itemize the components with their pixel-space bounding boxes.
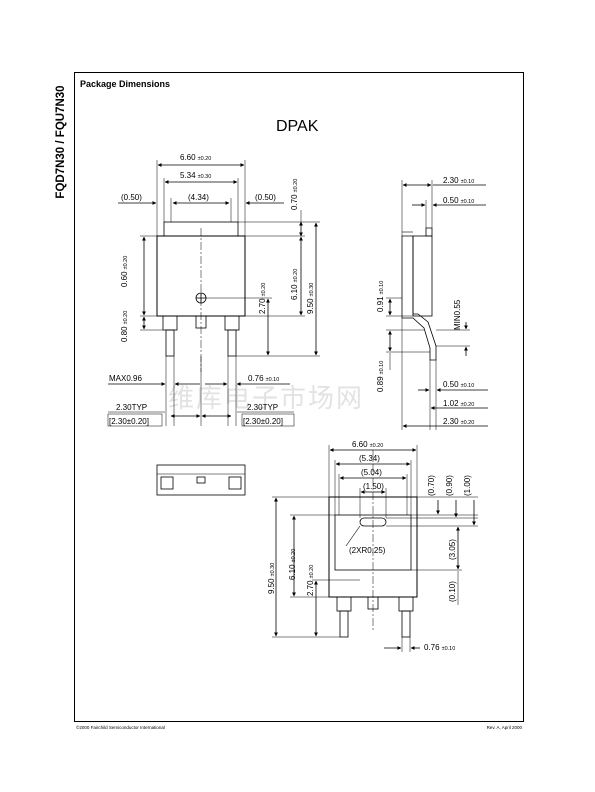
box-left <box>107 413 163 427</box>
dim-b-070: (0.70) <box>427 475 436 496</box>
dim-076: 0.76±0.10 <box>248 374 279 383</box>
dim-side-102: 1.02±0.20 <box>443 399 474 408</box>
watermark: 维库电子市场网 <box>168 384 365 414</box>
drawing-frame <box>74 72 524 722</box>
dim-b-270: 2.70±0.20 <box>306 565 315 596</box>
dim-050-right: (0.50) <box>255 193 276 202</box>
dim-b-radius: (2XR0.25) <box>349 546 386 555</box>
pad-left-top <box>336 596 352 612</box>
lead-center <box>195 315 207 329</box>
dim-434: (4.34) <box>188 193 209 202</box>
footer-revision: Rev. A, April 2000 <box>486 725 522 730</box>
bottom-view <box>272 445 478 652</box>
lead-left <box>165 329 175 357</box>
end-lead-left <box>160 476 174 490</box>
pad-left <box>339 610 349 638</box>
dim-270: 2.70±0.20 <box>258 283 267 314</box>
lead-right <box>227 329 237 357</box>
section-title: Package Dimensions <box>80 79 171 89</box>
side-view <box>386 180 488 430</box>
side-body <box>412 235 433 317</box>
dim-660: 6.60±0.20 <box>180 153 211 162</box>
dim-b-610: 6.10±0.20 <box>288 549 297 580</box>
side-body-lead <box>401 235 437 361</box>
dim-060: 0.60±0.20 <box>120 256 129 287</box>
end-lead-right <box>228 476 242 490</box>
end-view <box>156 464 246 496</box>
dim-b-504: (5.04) <box>361 468 382 477</box>
dim-950: 9.50±0.30 <box>306 283 315 314</box>
front-dim-labels: 6.60±0.20 5.34±0.30 (0.50) (4.34) (0.50)… <box>109 153 315 426</box>
lead-left-top <box>162 315 178 331</box>
lead-right-top <box>224 315 240 331</box>
dim-050-left: (0.50) <box>121 193 142 202</box>
end-body <box>156 464 246 496</box>
dim-b-150: (1.50) <box>363 482 384 491</box>
bottom-dim-labels: 6.60±0.20 (5.34) (5.04) (1.50) (0.70) (0… <box>267 440 472 652</box>
dim-b-100: (1.00) <box>463 475 472 496</box>
dim-b-076: 0.76±0.10 <box>424 643 455 652</box>
dim-b-534: (5.34) <box>359 454 380 463</box>
dim-b-660: 6.60±0.20 <box>352 440 383 449</box>
pad-right-top <box>398 596 414 612</box>
dim-side-lead-050: 0.50±0.10 <box>443 380 474 389</box>
dim-side-min055: MIN0.55 <box>453 299 462 330</box>
dim-side-bottom-230: 2.30±0.20 <box>443 417 474 426</box>
dim-b-090: (0.90) <box>445 475 454 496</box>
dim-pitch-left: 2.30TYP <box>116 403 147 412</box>
footer-copyright: ©2000 Fairchild Semiconductor Internatio… <box>76 725 165 730</box>
dim-side-230: 2.30±0.10 <box>443 176 474 185</box>
end-lead-center <box>196 476 206 484</box>
dim-070: 0.70±0.20 <box>290 179 299 210</box>
pad-center <box>367 596 379 610</box>
dim-pitch-right-tol: [2.30±0.20] <box>243 417 283 426</box>
dim-b-305: (3.05) <box>448 539 457 560</box>
dim-side-050: 0.50±0.10 <box>443 196 474 205</box>
dim-534: 5.34±0.30 <box>180 171 211 180</box>
dim-b-010: (0.10) <box>448 581 457 602</box>
dim-side-091: 0.91±0.10 <box>376 281 385 312</box>
dim-side-089: 0.89±0.10 <box>376 361 385 392</box>
pad-right <box>401 610 411 638</box>
front-view <box>108 160 320 426</box>
side-dim-labels: 2.30±0.10 0.50±0.10 0.91±0.10 MIN0.55 0.… <box>376 176 474 426</box>
dim-pitch-right: 2.30TYP <box>247 403 278 412</box>
box-right <box>241 413 295 427</box>
side-tab <box>425 227 433 237</box>
dim-b-950: 9.50±0.30 <box>267 563 276 594</box>
dim-max096: MAX0.96 <box>109 374 142 383</box>
package-name: DPAK <box>276 118 319 135</box>
dim-pitch-left-tol: [2.30±0.20] <box>109 417 149 426</box>
dim-080: 0.80±0.20 <box>120 311 129 342</box>
dim-610: 6.10±0.20 <box>290 269 299 300</box>
